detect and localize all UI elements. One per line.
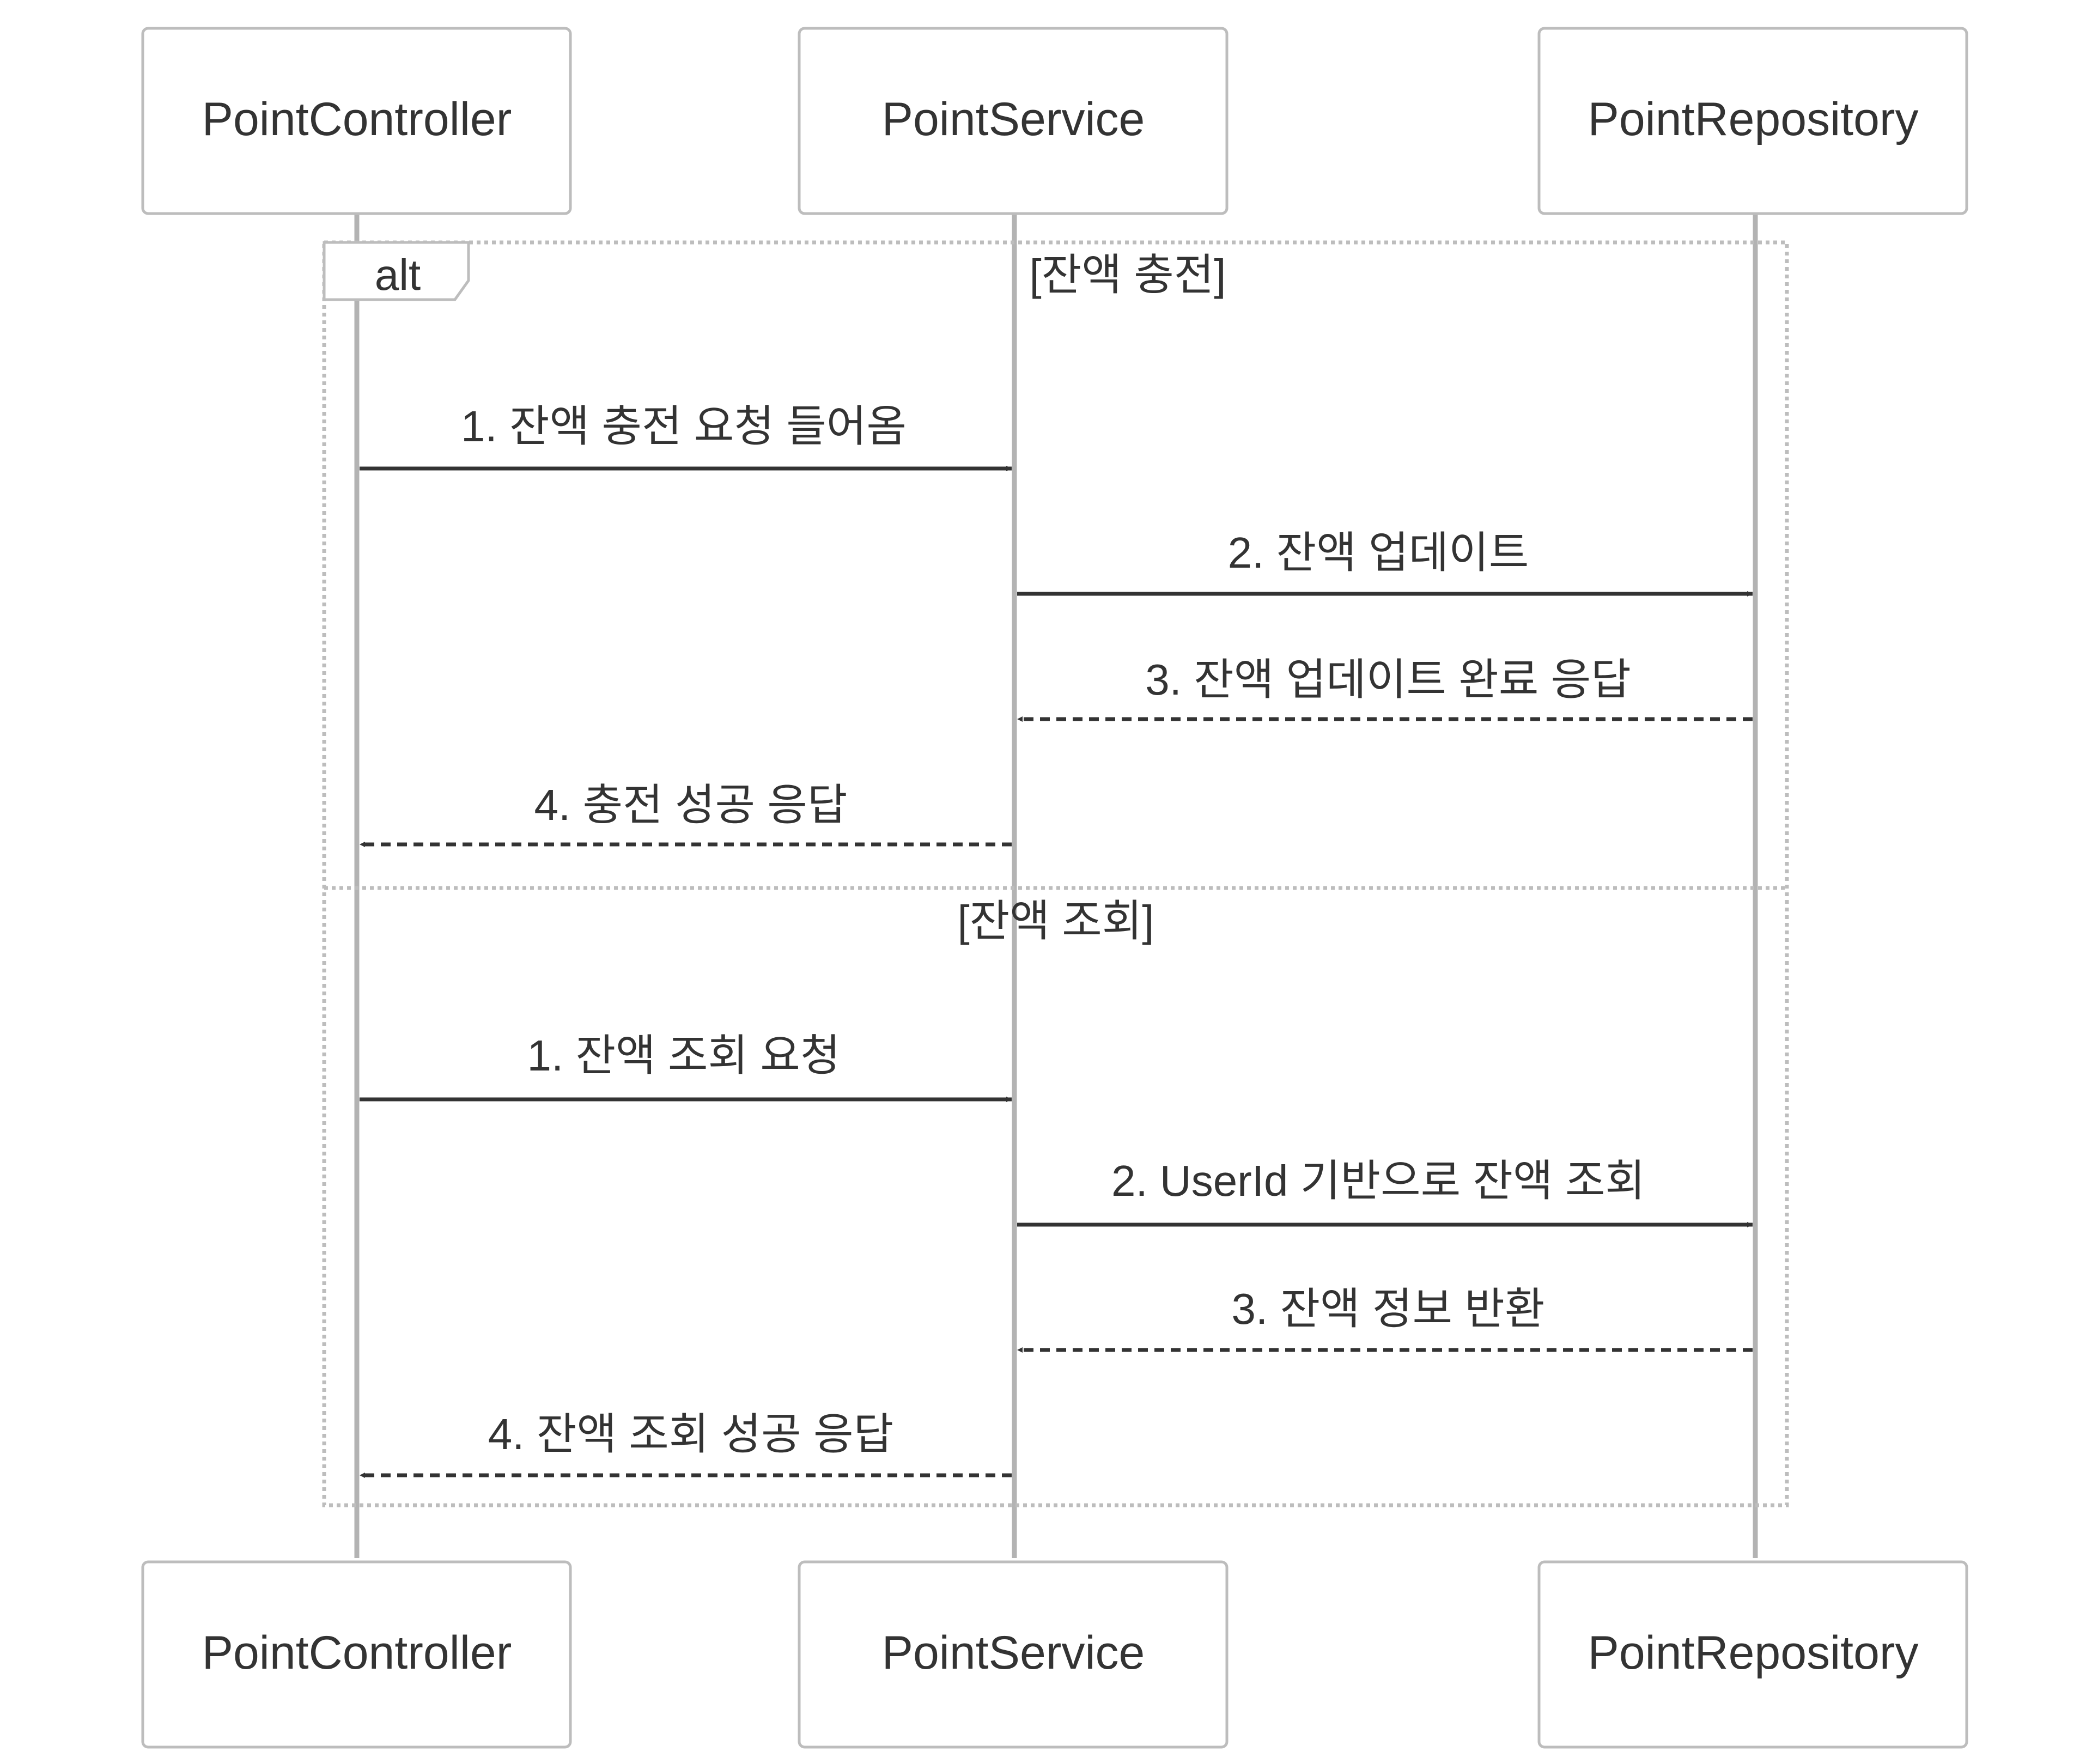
participant-box-controller-bottom	[141, 1560, 572, 1749]
alt-operator-tab	[323, 241, 470, 301]
message-label: 4. 충전 성공 응답	[534, 781, 848, 829]
participant-box-service-bottom	[798, 1560, 1229, 1749]
participant-box-service-top	[798, 27, 1229, 215]
alt-fragment-frame	[322, 240, 1789, 1507]
participant-label: PointRepository	[1588, 93, 1918, 145]
message-label: 3. 잔액 정보 반환	[1232, 1285, 1545, 1333]
participant-box-repository-top	[1537, 27, 1968, 215]
message-label: 1. 잔액 충전 요청 들어옴	[461, 402, 907, 451]
message-label: 2. UserId 기반으로 잔액 조회	[1111, 1157, 1645, 1205]
section-guard-charge: [잔액 충전]	[1029, 251, 1226, 299]
participant-label: PointRepository	[1588, 1627, 1918, 1679]
participant-label: PointService	[882, 1627, 1145, 1679]
participant-label: PointController	[202, 1627, 512, 1679]
message-label: 2. 잔액 업데이트	[1228, 528, 1529, 577]
participant-box-controller-top	[141, 27, 572, 215]
message-label: 4. 잔액 조회 성공 응답	[488, 1410, 893, 1458]
alt-operator-label: alt	[375, 251, 421, 299]
participant-box-repository-bottom	[1537, 1560, 1968, 1749]
participant-label: PointController	[202, 93, 512, 145]
participant-label: PointService	[882, 93, 1145, 145]
section-guard-inquiry: [잔액 조회]	[957, 897, 1154, 945]
message-label: 3. 잔액 업데이트 완료 응답	[1145, 655, 1631, 704]
message-label: 1. 잔액 조회 요청	[527, 1031, 841, 1080]
